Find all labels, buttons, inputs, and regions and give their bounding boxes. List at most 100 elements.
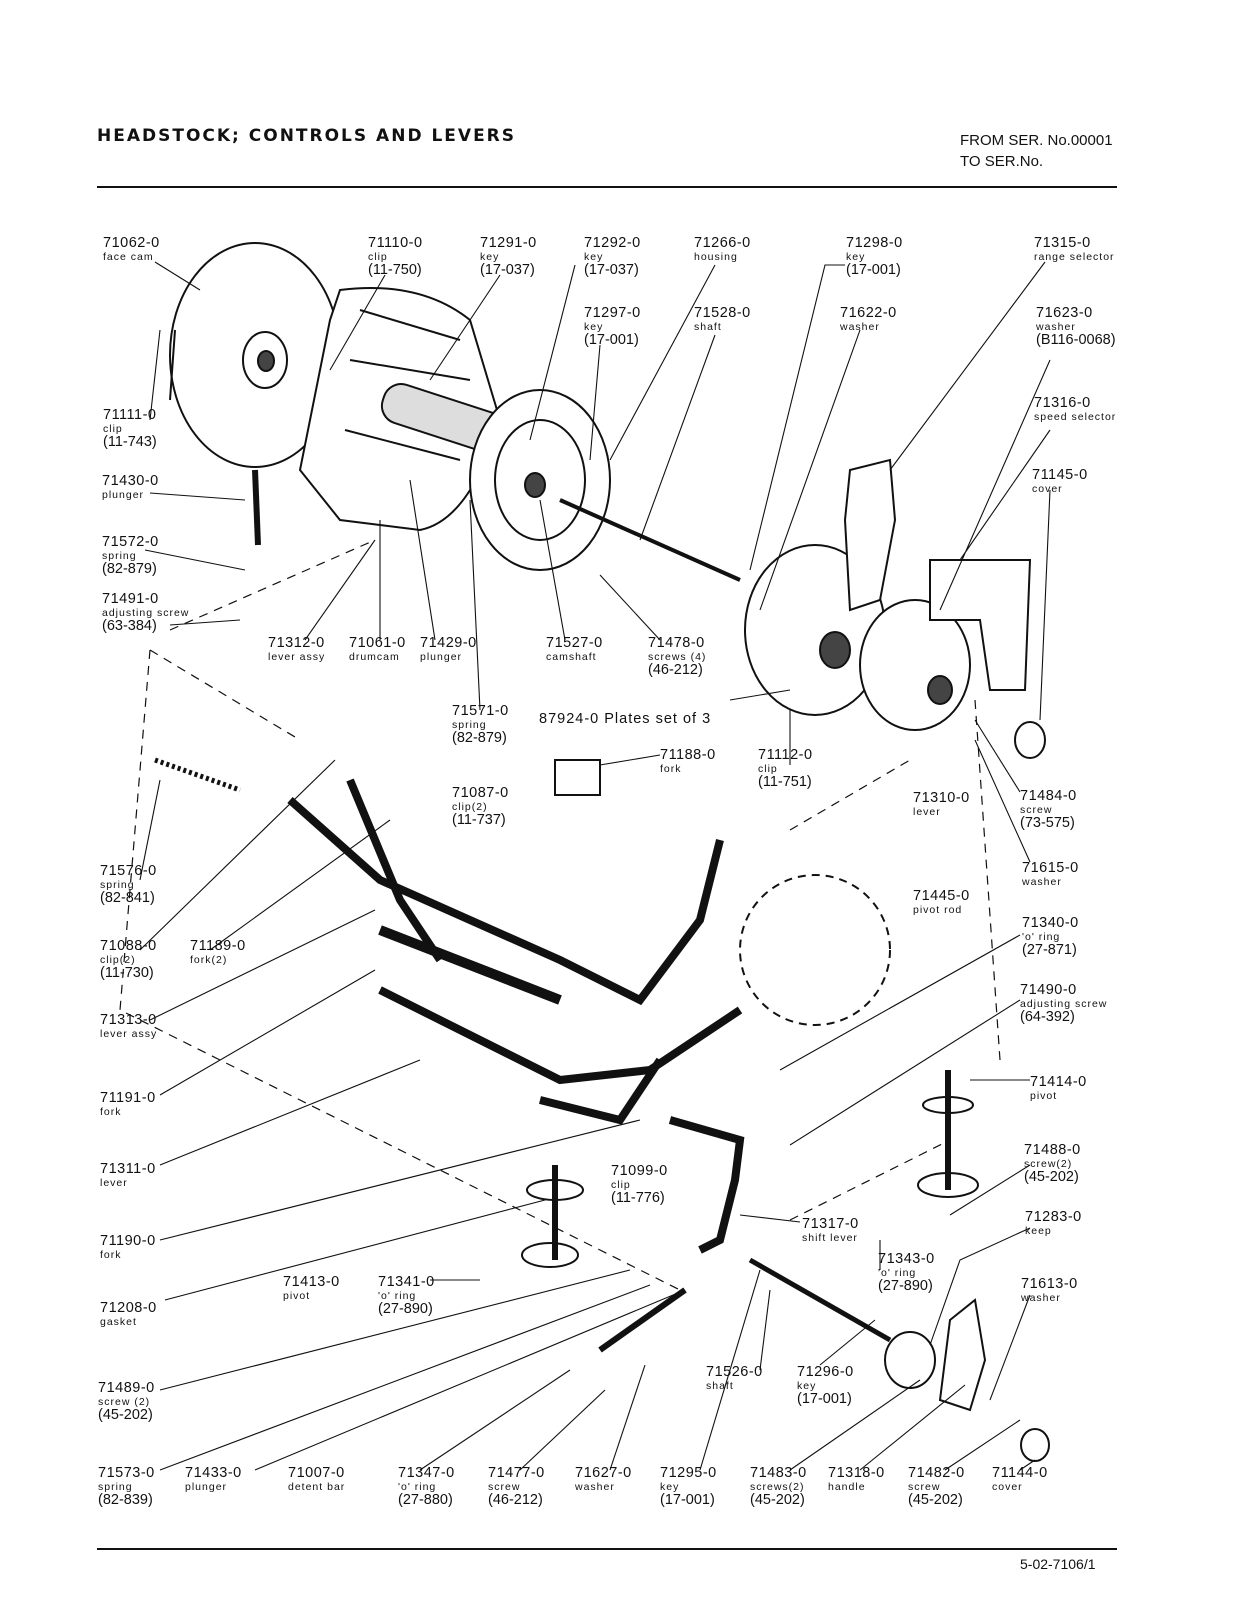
part-reference: (45-202) bbox=[98, 1407, 153, 1423]
part-number: 71208-0 bbox=[100, 1300, 157, 1316]
part-name: screw bbox=[908, 1480, 941, 1493]
part-reference: (17-001) bbox=[660, 1492, 715, 1508]
part-reference: (27-880) bbox=[398, 1492, 453, 1508]
part-name: clip(2) bbox=[452, 800, 488, 813]
part-name: lever assy bbox=[100, 1027, 158, 1040]
shift-lever-drawing bbox=[668, 1116, 745, 1254]
part-reference: (64-392) bbox=[1020, 1009, 1075, 1025]
part-number: 71347-0 bbox=[398, 1465, 455, 1481]
part-number: 71627-0 bbox=[575, 1465, 632, 1481]
part-name: adjusting screw bbox=[1020, 997, 1108, 1010]
part-reference: (46-212) bbox=[648, 662, 703, 678]
part-name: screws (4) bbox=[648, 650, 707, 663]
plunger-drawing bbox=[252, 469, 261, 546]
part-name: spring bbox=[98, 1480, 133, 1493]
part-number: 71527-0 bbox=[546, 635, 603, 651]
part-name: camshaft bbox=[546, 650, 597, 663]
part-number: 71489-0 bbox=[98, 1380, 155, 1396]
pivot-drawing bbox=[917, 1070, 979, 1198]
part-name: clip bbox=[611, 1178, 631, 1191]
part-name: spring bbox=[100, 878, 135, 891]
part-name: screw (2) bbox=[98, 1395, 151, 1408]
part-number: 71478-0 bbox=[648, 635, 705, 651]
part-number: 71316-0 bbox=[1034, 395, 1091, 411]
serial-from: FROM SER. No.00001 bbox=[960, 132, 1113, 149]
part-name: fork bbox=[100, 1105, 122, 1118]
part-number: 71576-0 bbox=[100, 863, 157, 879]
part-name: cover bbox=[1032, 482, 1063, 495]
part-number: 71490-0 bbox=[1020, 982, 1077, 998]
part-name: 'o' ring bbox=[378, 1289, 417, 1302]
part-name: clip(2) bbox=[100, 953, 136, 966]
part-number: 71317-0 bbox=[802, 1216, 859, 1232]
part-number: 71318-0 bbox=[828, 1465, 885, 1481]
part-number: 71573-0 bbox=[98, 1465, 155, 1481]
part-number: 71622-0 bbox=[840, 305, 897, 321]
part-name: lever bbox=[100, 1176, 128, 1189]
part-name: speed selector bbox=[1034, 410, 1117, 423]
spring-drawing bbox=[154, 757, 241, 793]
part-number: 71572-0 bbox=[102, 534, 159, 550]
part-number: 71295-0 bbox=[660, 1465, 717, 1481]
part-number: 71430-0 bbox=[102, 473, 159, 489]
part-number: 71483-0 bbox=[750, 1465, 807, 1481]
part-number: 71528-0 bbox=[694, 305, 751, 321]
part-number: 71484-0 bbox=[1020, 788, 1077, 804]
plates-dashed-outline bbox=[739, 874, 891, 1026]
part-reference: (11-776) bbox=[611, 1190, 665, 1206]
part-name: washer bbox=[1036, 320, 1076, 333]
part-number: 71298-0 bbox=[846, 235, 903, 251]
part-number: 71188-0 bbox=[660, 747, 716, 763]
part-name: pivot rod bbox=[913, 903, 963, 916]
part-reference: (82-879) bbox=[452, 730, 507, 746]
part-number: 71613-0 bbox=[1021, 1276, 1078, 1292]
part-number: 71429-0 bbox=[420, 635, 477, 651]
part-reference: (27-871) bbox=[1022, 942, 1077, 958]
part-name: plunger bbox=[102, 488, 145, 501]
part-name: cover bbox=[992, 1480, 1023, 1493]
part-name: detent bar bbox=[288, 1480, 346, 1493]
part-number: 71283-0 bbox=[1025, 1209, 1082, 1225]
part-number: 71343-0 bbox=[878, 1251, 935, 1267]
part-name: washer bbox=[575, 1480, 615, 1493]
part-name: lever assy bbox=[268, 650, 326, 663]
part-name: keep bbox=[1025, 1224, 1052, 1237]
part-reference: (11-750) bbox=[368, 262, 422, 278]
part-number: 71144-0 bbox=[992, 1465, 1048, 1481]
part-name: drumcam bbox=[349, 650, 400, 663]
part-name: 'o' ring bbox=[1022, 930, 1061, 943]
shaft-drawing bbox=[559, 498, 741, 582]
part-number: 71088-0 bbox=[100, 938, 157, 954]
part-number: 71341-0 bbox=[378, 1274, 435, 1290]
handle-drawing bbox=[884, 1298, 987, 1412]
part-name: housing bbox=[694, 250, 738, 263]
part-name: 'o' ring bbox=[398, 1480, 437, 1493]
